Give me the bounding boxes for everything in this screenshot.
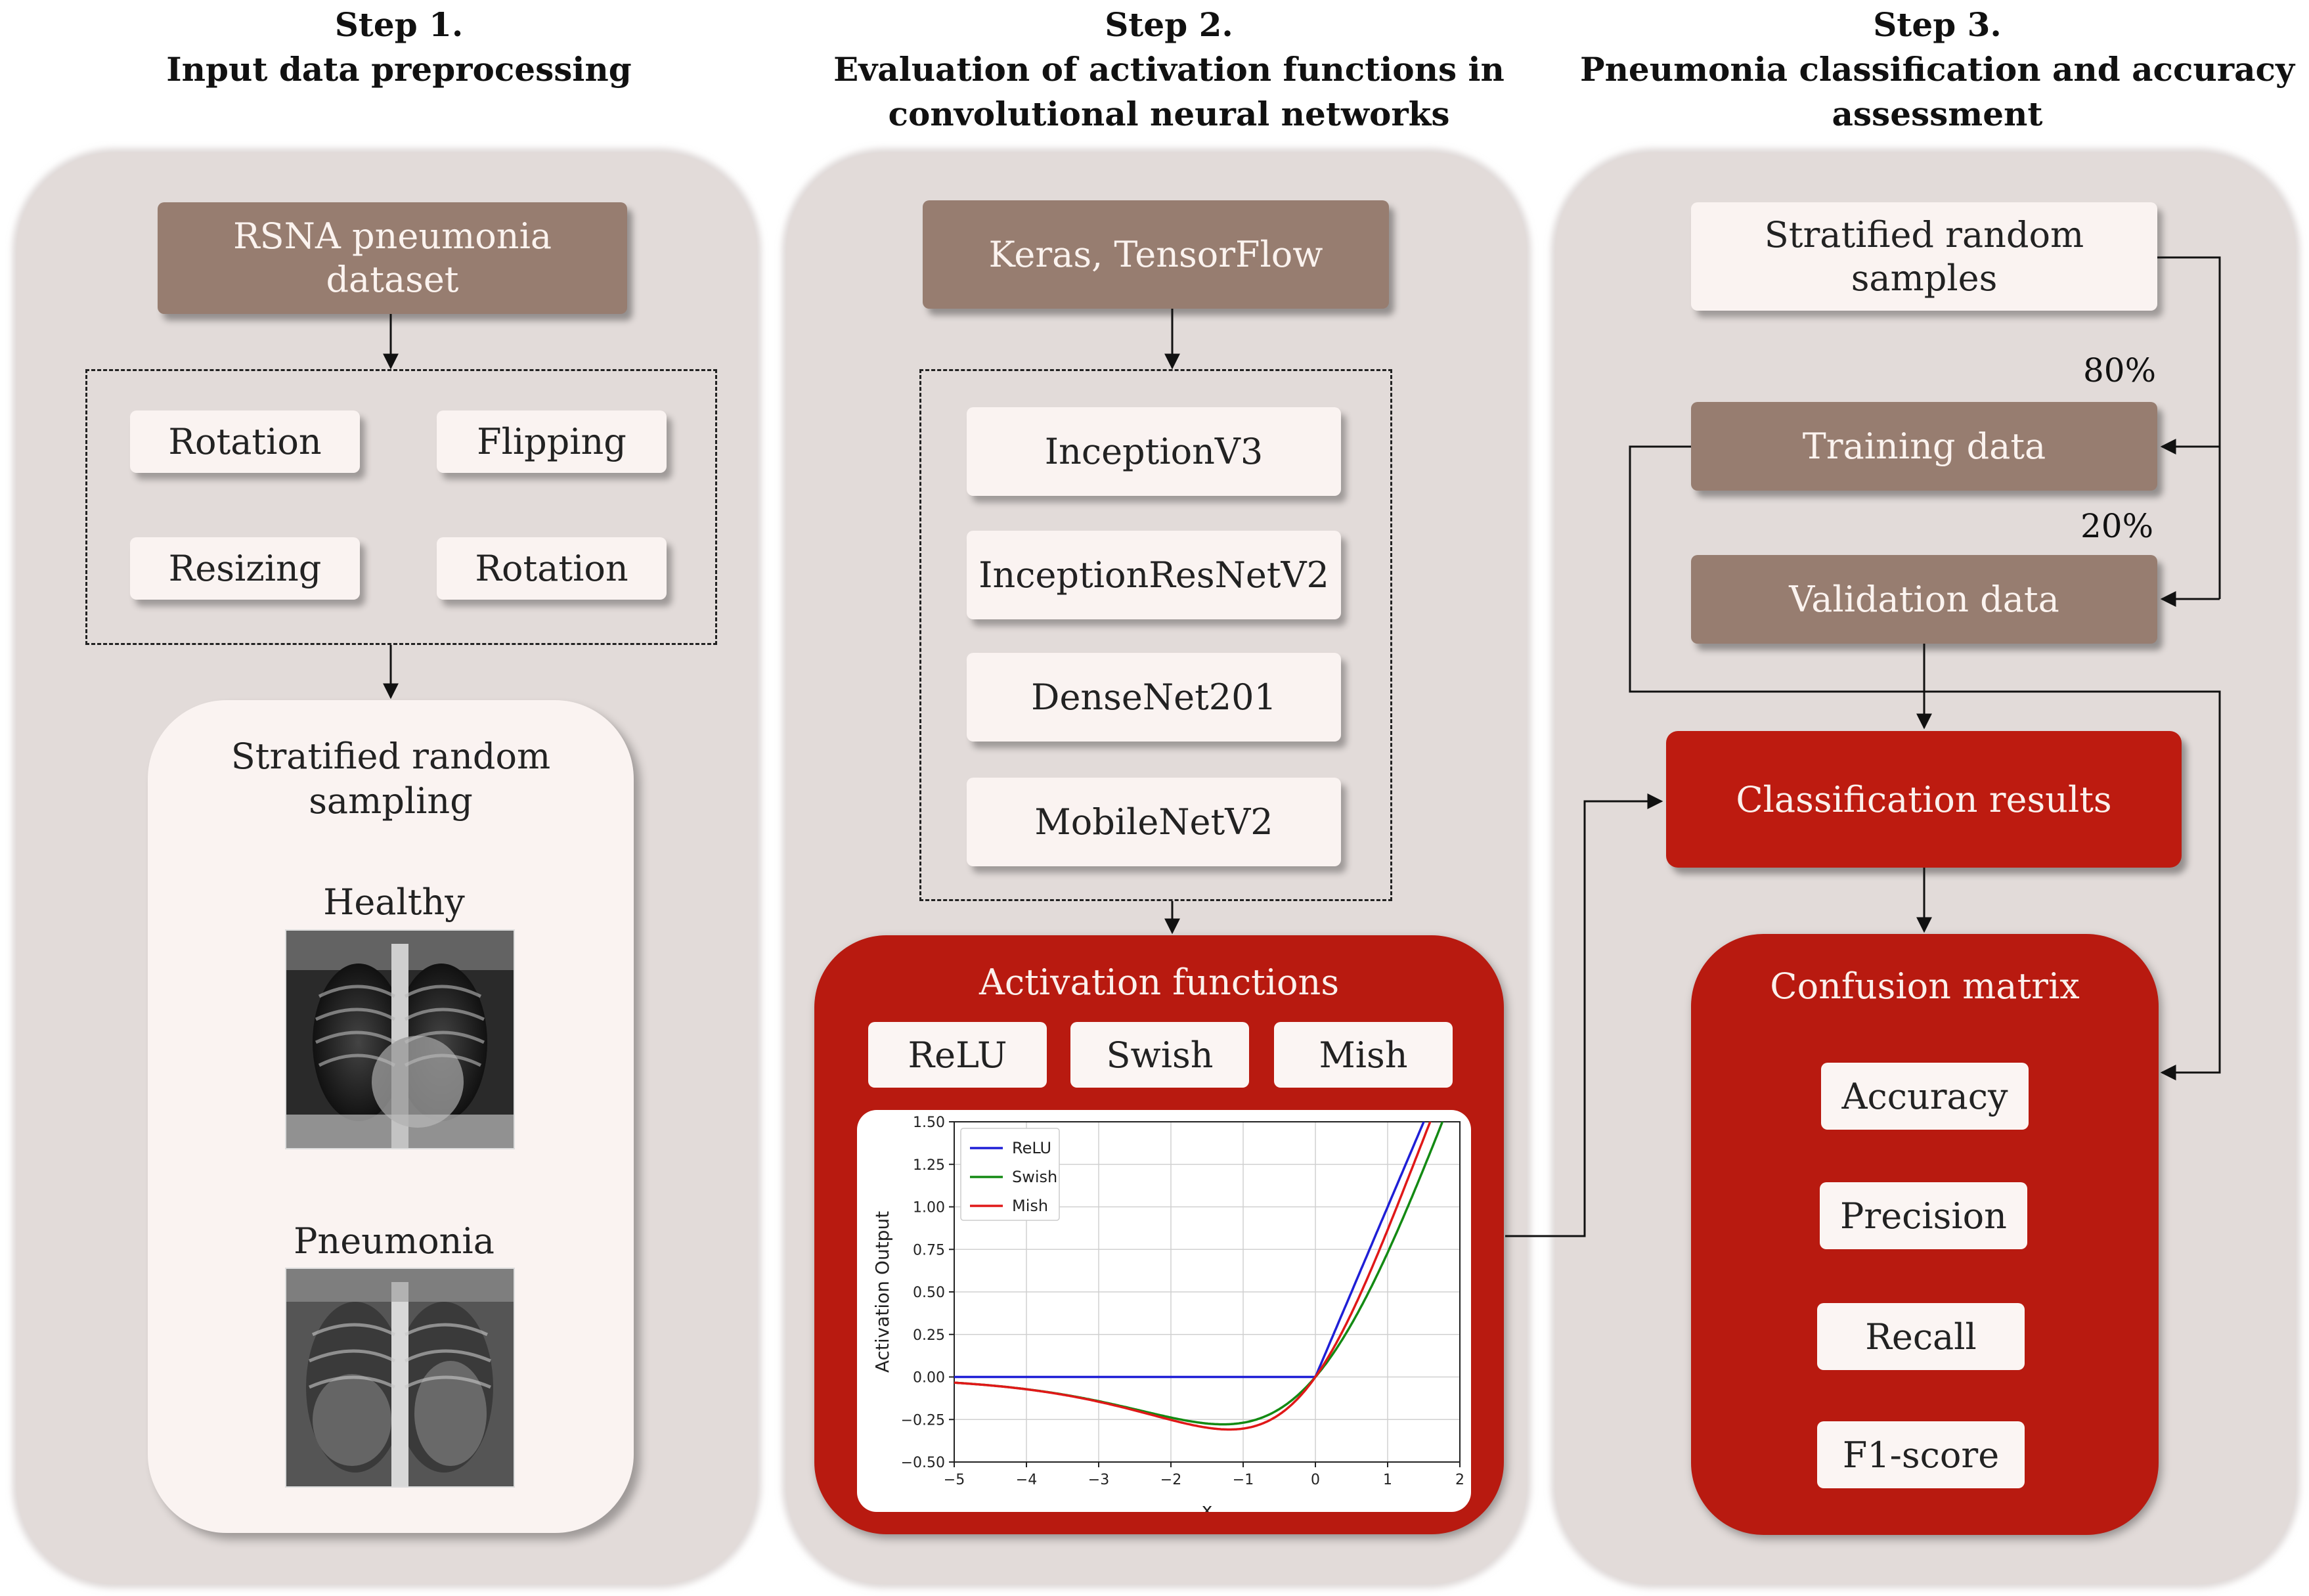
x-tick-label: −4: [1016, 1472, 1037, 1488]
metric-accuracy: Accuracy: [1821, 1063, 2029, 1130]
augmentation-rotation-1: Rotation: [130, 410, 360, 473]
y-axis-label: Activation Output: [871, 1211, 893, 1373]
y-tick-label: 0.25: [913, 1327, 945, 1344]
model-inceptionresnetv2: InceptionResNetV2: [967, 531, 1341, 619]
confusion-matrix-title: Confusion matrix: [1770, 965, 2080, 1007]
model-inceptionv3: InceptionV3: [967, 407, 1341, 496]
y-tick-label: 0.00: [913, 1370, 945, 1386]
x-tick-label: 0: [1311, 1472, 1320, 1488]
augmentation-rotation-2: Rotation: [437, 537, 667, 600]
dataset-box: RSNA pneumonia dataset: [158, 202, 627, 314]
train-percent: 80%: [2083, 351, 2157, 389]
healthy-xray-image: [285, 929, 515, 1149]
metric-precision: Precision: [1820, 1182, 2027, 1249]
activation-functions-title: Activation functions: [979, 962, 1340, 1003]
augmentation-flipping: Flipping: [437, 410, 667, 473]
stratified-samples-box: Stratified random samples: [1691, 202, 2157, 311]
legend-box: [960, 1128, 1060, 1221]
step1-title-line1: Step 1.: [334, 5, 464, 44]
step3-title-line3: assessment: [1832, 95, 2043, 133]
y-tick-label: −0.50: [901, 1455, 945, 1471]
y-tick-label: 0.50: [913, 1285, 945, 1301]
x-tick-label: −2: [1160, 1472, 1181, 1488]
pneumonia-label: Pneumonia: [294, 1220, 495, 1262]
y-tick-label: 1.00: [913, 1200, 945, 1216]
step2-title: Step 2. Evaluation of activation functio…: [775, 3, 1563, 137]
x-tick-label: −1: [1233, 1472, 1254, 1488]
step2-title-line2: Evaluation of activation functions in: [833, 50, 1505, 89]
legend-label: Swish: [1012, 1168, 1057, 1186]
step1-title-line2: Input data preprocessing: [166, 50, 632, 89]
step3-title-line2: Pneumonia classification and accuracy: [1579, 50, 2295, 89]
model-mobilenetv2: MobileNetV2: [967, 778, 1341, 866]
x-tick-label: 1: [1383, 1472, 1392, 1488]
legend-label: Mish: [1012, 1197, 1048, 1215]
classification-results-box: Classification results: [1666, 731, 2182, 868]
x-tick-label: 2: [1455, 1472, 1464, 1488]
activation-swish: Swish: [1070, 1022, 1249, 1088]
x-tick-label: −5: [944, 1472, 965, 1488]
dataset-line1: RSNA pneumonia: [232, 215, 552, 257]
healthy-label: Healthy: [323, 881, 465, 923]
pneumonia-xray-image: [285, 1268, 515, 1488]
y-tick-label: −0.25: [901, 1412, 945, 1429]
model-group: [919, 369, 1392, 901]
legend-label: ReLU: [1012, 1139, 1051, 1157]
sampling-title: Stratified random sampling: [231, 736, 551, 822]
training-data-box: Training data: [1691, 402, 2157, 491]
step2-title-line3: convolutional neural networks: [888, 95, 1450, 133]
step1-title: Step 1. Input data preprocessing: [66, 3, 732, 92]
augmentation-resizing: Resizing: [130, 537, 360, 600]
series-line-mish: [954, 1122, 1432, 1431]
step3-title-line1: Step 3.: [1873, 5, 2002, 44]
x-tick-label: −3: [1088, 1472, 1109, 1488]
model-densenet201: DenseNet201: [967, 653, 1341, 742]
step2-title-line1: Step 2.: [1105, 5, 1233, 44]
series-line-relu: [954, 1122, 1425, 1379]
framework-box: Keras, TensorFlow: [923, 200, 1389, 309]
y-tick-label: 1.50: [913, 1115, 945, 1131]
activation-mish: Mish: [1274, 1022, 1453, 1088]
activation-relu: ReLU: [868, 1022, 1047, 1088]
y-tick-label: 1.25: [913, 1157, 945, 1174]
augmentation-group: [85, 369, 717, 645]
validation-percent: 20%: [2080, 507, 2154, 545]
validation-data-box: Validation data: [1691, 555, 2157, 644]
step3-title: Step 3. Pneumonia classification and acc…: [1570, 3, 2305, 137]
metric-recall: Recall: [1817, 1303, 2025, 1370]
metric-f1-score: F1-score: [1817, 1421, 2025, 1488]
y-tick-label: 0.75: [913, 1242, 945, 1258]
dataset-line2: dataset: [326, 259, 459, 300]
